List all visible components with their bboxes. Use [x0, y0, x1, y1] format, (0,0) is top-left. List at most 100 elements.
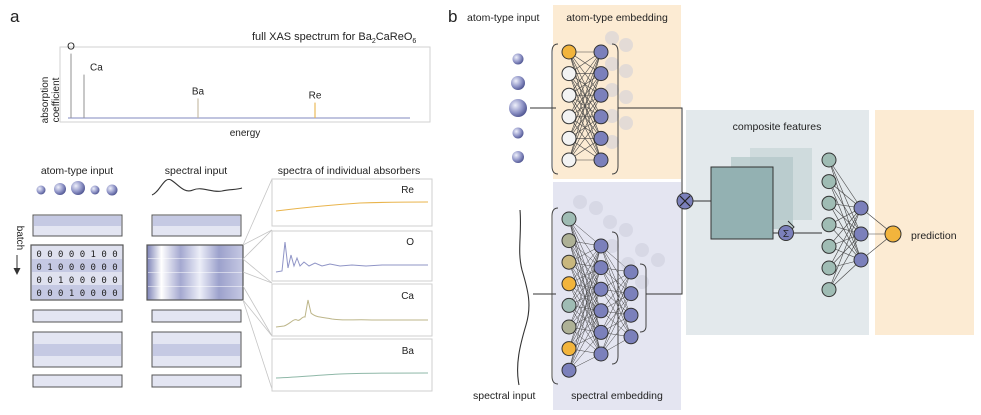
- spectral-hidden-node: [593, 346, 609, 362]
- spectral-edge: [600, 315, 632, 355]
- network-nodes: [561, 31, 902, 378]
- atom-type-input-label: atom-type input: [467, 12, 539, 24]
- atom-hidden-node: [593, 44, 609, 60]
- ghost-node: [605, 83, 619, 97]
- ghost-node: [619, 116, 633, 130]
- atom-sphere: [512, 151, 524, 163]
- spectral-edge: [600, 271, 632, 333]
- one-hot-row: 0 0 0 1 0 0 0 0: [36, 289, 117, 299]
- spectrum-ylabel-1: absorption: [40, 77, 51, 124]
- o-spectrum: [275, 241, 428, 273]
- batch-label: batch: [14, 226, 25, 250]
- peak-label: O: [67, 42, 75, 53]
- layer-brackets: [551, 43, 647, 385]
- atom-input-node: [561, 87, 577, 103]
- one-hot-row: 0 1 0 0 0 0 0 0: [36, 263, 117, 273]
- atom-type-batch: 0 0 0 0 0 1 0 0 0 1 0 0 0 0 0 0 0 0 1 0 …: [30, 214, 124, 388]
- ghost-node: [605, 57, 619, 71]
- peak-label: Ca: [90, 63, 103, 74]
- batch-block-band: [34, 216, 121, 226]
- spectral-input-curve: [517, 209, 530, 386]
- spectral-input-node: [561, 254, 577, 270]
- spectral-input-node: [561, 362, 577, 378]
- batch-block-band: [34, 344, 121, 356]
- atom-sphere: [36, 185, 46, 195]
- atom-sphere: [54, 183, 66, 195]
- spectral-hidden-node: [593, 238, 609, 254]
- ghost-node: [635, 275, 649, 289]
- spectral-row-line: [148, 272, 242, 273]
- ghost-node: [573, 195, 587, 209]
- spectral-input-node: [561, 211, 577, 227]
- atom-input-node: [561, 66, 577, 82]
- batch-block-band: [153, 216, 240, 226]
- individual-spectra: Re O Ca Ba: [271, 178, 433, 392]
- spectral-edge: [568, 289, 602, 371]
- spectral-hidden-node: [623, 329, 639, 345]
- spectral-edge: [568, 245, 602, 284]
- re-spectrum: [275, 201, 429, 212]
- atom-sphere: [509, 99, 527, 117]
- ghost-node: [589, 201, 603, 215]
- atom-edge: [568, 116, 602, 161]
- ghost-node: [619, 90, 633, 104]
- dense-input-node: [821, 282, 837, 298]
- one-hot-band: [32, 285, 122, 299]
- dense-edge: [828, 233, 862, 269]
- dense-input-node: [821, 152, 837, 168]
- dense-hidden-node: [853, 226, 869, 242]
- atom-sphere: [511, 76, 525, 90]
- spectrum-plot-frame: [59, 46, 431, 123]
- ba-spectrum: [275, 372, 429, 379]
- spectral-edge: [600, 271, 632, 355]
- dense-input-node: [821, 260, 837, 276]
- multiply-operator: [676, 192, 694, 210]
- atom-bracket-right: [611, 43, 619, 175]
- spectral-input-label: spectral input: [473, 390, 536, 402]
- sum-symbol: Σ: [783, 229, 789, 240]
- spectral-edge: [600, 293, 632, 355]
- dense-edge: [828, 203, 862, 261]
- atom-input-node: [561, 152, 577, 168]
- dense-edge: [828, 207, 862, 290]
- spectral-bracket-far: [639, 263, 647, 333]
- sum-node: [778, 225, 794, 241]
- spectral-bracket-right: [611, 231, 619, 365]
- peak-label: Ba: [192, 86, 205, 97]
- feature-maps: [710, 148, 812, 240]
- fan-lines: [242, 178, 273, 390]
- spectrum-icon: [151, 178, 243, 196]
- spectral-hidden-node: [593, 324, 609, 340]
- atom-bracket-left: [551, 43, 559, 175]
- dense-hidden-node: [853, 252, 869, 268]
- atom-input-node: [561, 44, 577, 60]
- panel-a-label: a: [10, 7, 20, 26]
- spectral-hidden-node: [623, 307, 639, 323]
- batch-block-band: [153, 344, 240, 356]
- spectral-row-line: [148, 286, 242, 287]
- atom-edge: [568, 51, 602, 117]
- atom-sphere: [71, 181, 85, 195]
- spectral-input-node: [561, 341, 577, 357]
- one-hot-row: 0 0 0 0 0 1 0 0: [36, 250, 117, 260]
- batch-arrow-head: [13, 268, 21, 275]
- dense-input-node: [821, 238, 837, 254]
- multiply-icon: [679, 195, 691, 207]
- ghost-node: [619, 223, 633, 237]
- spectral-input-node: [561, 297, 577, 313]
- spectral-hidden-node: [593, 281, 609, 297]
- atom-sphere: [512, 127, 524, 139]
- atom-hidden-node: [593, 152, 609, 168]
- atom-edge: [568, 51, 602, 96]
- absorber-label-ca: Ca: [401, 291, 414, 302]
- atom-input-spheres: [509, 53, 527, 163]
- batch-block: [32, 374, 123, 388]
- dense-hidden-node: [853, 200, 869, 216]
- spectral-input-node: [561, 233, 577, 249]
- ca-spectrum: [275, 299, 428, 328]
- feature-map-front: [710, 166, 774, 240]
- one-hot-band: [32, 259, 122, 272]
- batch-spectral-heading: spectral input: [165, 165, 228, 177]
- spectral-batch: [146, 214, 244, 388]
